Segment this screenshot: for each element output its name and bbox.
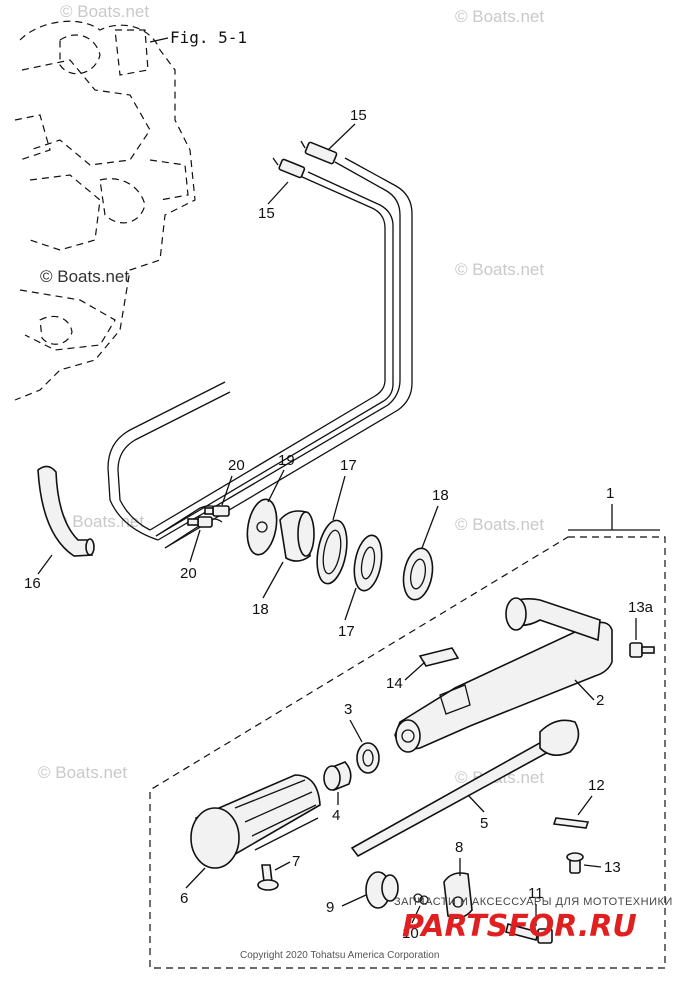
callout-10: 10 [402, 925, 419, 942]
callout-18: 18 [252, 601, 269, 618]
part-10-spring [413, 893, 429, 905]
part-6-throttle-grip [190, 774, 321, 869]
part-19-plate [246, 498, 278, 556]
part-8-bracket [443, 872, 473, 919]
callout-12: 12 [588, 777, 605, 794]
part-12-key [552, 817, 590, 829]
part-7-screw [257, 864, 279, 891]
callout-1: 1 [606, 485, 614, 502]
part-3-bushing [356, 742, 380, 774]
callout-3: 3 [344, 701, 352, 718]
callout-17: 17 [338, 623, 355, 640]
watermark: © Boats.net [455, 260, 544, 279]
store-logo: PARTSFOR.RU [402, 909, 637, 944]
callout-9: 9 [326, 899, 334, 916]
part-11-bolt [505, 923, 553, 944]
part-14-decal [418, 647, 460, 667]
callout-7: 7 [292, 853, 300, 870]
callout-14: 14 [386, 675, 403, 692]
watermark: © Boats.net [55, 512, 144, 531]
watermark: © Boats.net [40, 267, 129, 286]
watermark: © Boats.net [60, 2, 149, 21]
callout-4: 4 [332, 807, 340, 824]
part-18-bushing-left [279, 510, 315, 562]
callout-11: 11 [528, 885, 544, 902]
watermark: © Boats.net [455, 7, 544, 26]
part-17-bearing [316, 519, 383, 592]
callout-13: 13 [604, 859, 621, 876]
callout-13a: 13a [628, 599, 654, 616]
store-tagline: ЗАПЧАСТИ И АКСЕССУАРЫ ДЛЯ МОТОТЕХНИКИ [394, 896, 673, 908]
callout-20: 20 [228, 457, 245, 474]
callout-6: 6 [180, 890, 188, 907]
callout-2: 2 [596, 692, 604, 709]
part-5-throttle-shaft [350, 719, 580, 858]
part-20-screws [187, 505, 230, 528]
part-18-bushing-right [402, 547, 434, 601]
callout-15: 15 [258, 205, 275, 222]
hose-pair-15 [107, 140, 413, 549]
engine-outline [14, 20, 196, 401]
copyright-notice: Copyright 2020 Tohatsu America Corporati… [240, 950, 439, 961]
callout-20: 20 [180, 565, 197, 582]
assembly-outline [149, 536, 666, 969]
part-4-collar [323, 761, 352, 792]
callout-18: 18 [432, 487, 449, 504]
part-9-friction-piece [365, 871, 399, 909]
callout-19: 19 [278, 452, 295, 469]
figure-reference: Fig. 5-1 [170, 28, 247, 47]
watermark: © Boats.net [455, 515, 544, 534]
callout-5: 5 [480, 815, 488, 832]
watermark: © Boats.net [38, 763, 127, 782]
callout-8: 8 [455, 839, 463, 856]
callout-17: 17 [340, 457, 357, 474]
part-13-screw [566, 852, 584, 874]
part-2-tiller-arm [394, 597, 613, 753]
callout-15: 15 [350, 107, 367, 124]
part-16-hose [37, 465, 95, 557]
callout-16: 16 [24, 575, 41, 592]
part-13a-screw [629, 642, 655, 658]
